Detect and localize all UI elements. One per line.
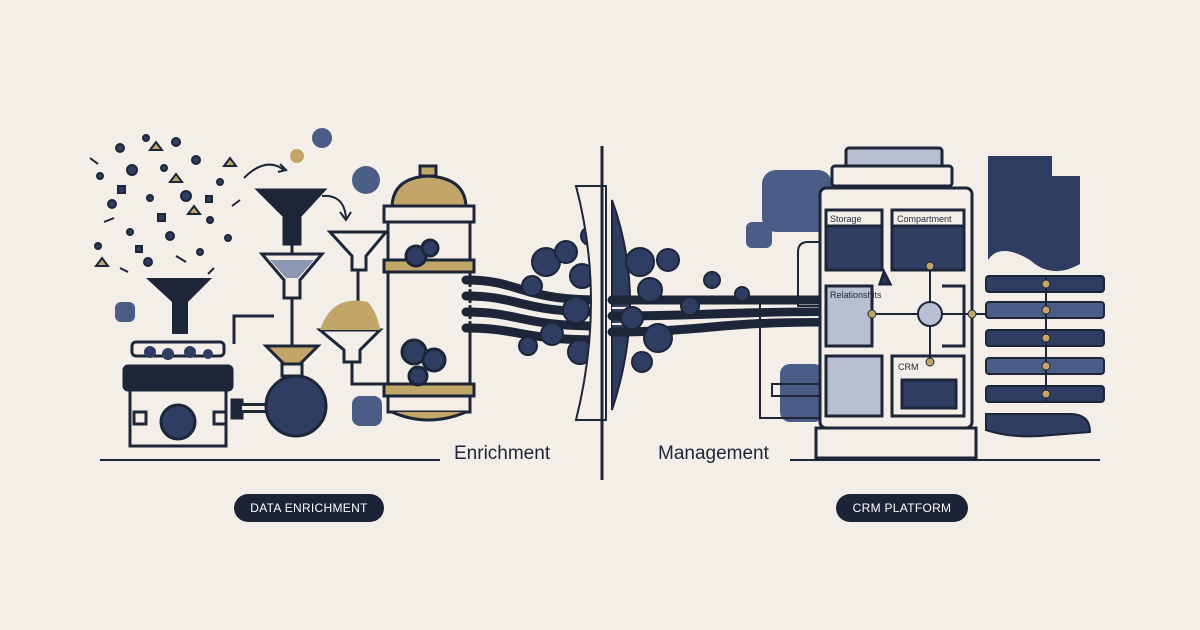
filter-funnel-stack xyxy=(232,188,328,438)
management-label: Management xyxy=(658,443,770,464)
gold-dot xyxy=(290,149,304,163)
enrichment-tank xyxy=(382,164,476,422)
funnel-icon xyxy=(315,230,392,386)
data-enrichment-badge: DATA ENRICHMENT xyxy=(234,494,384,522)
arrow-icon xyxy=(321,194,347,219)
relationship-hub xyxy=(872,262,986,366)
funnel-icon xyxy=(146,278,212,334)
blue-square xyxy=(352,396,382,426)
background-blocks xyxy=(746,156,1080,422)
gold-bulb xyxy=(320,300,380,330)
data-bars xyxy=(985,275,1105,438)
raw-data-cloud xyxy=(89,134,241,275)
arrow-icon xyxy=(243,163,285,179)
panel-storage-label: Storage xyxy=(830,214,862,224)
panel-relationships-label: Relationshits xyxy=(830,290,882,300)
panel-compartment-label: Compartment xyxy=(897,214,952,224)
blue-dot xyxy=(312,128,332,148)
data-blobs xyxy=(620,247,750,373)
panel-crm-label: CRM xyxy=(898,362,919,372)
crm-device xyxy=(814,146,978,460)
blue-dot xyxy=(352,166,380,194)
enrichment-label: Enrichment xyxy=(454,443,551,464)
processing-machine xyxy=(122,340,244,448)
blue-square xyxy=(115,302,135,322)
crm-platform-badge: CRM PLATFORM xyxy=(836,494,968,522)
center-divider xyxy=(574,146,631,480)
